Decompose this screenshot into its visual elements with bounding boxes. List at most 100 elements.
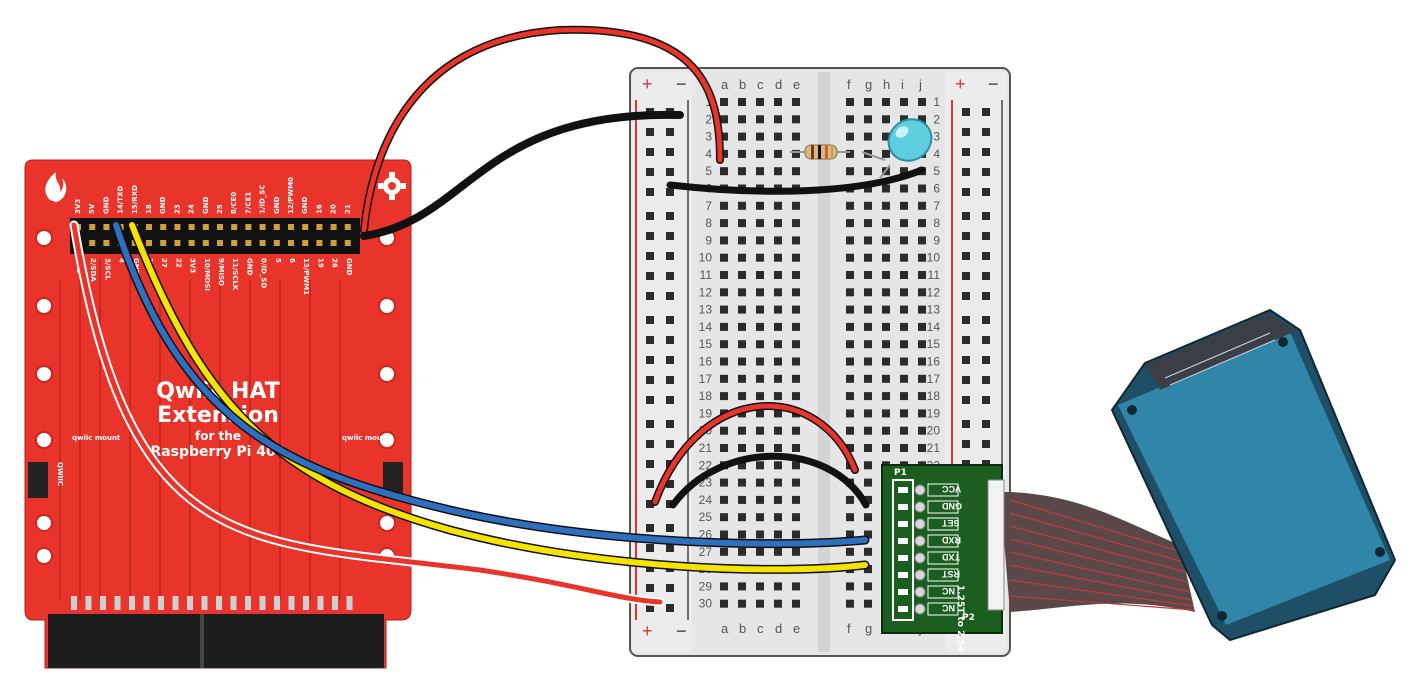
column-label: c	[757, 621, 764, 636]
breadboard-hole	[720, 495, 728, 504]
breadboard-hole	[864, 513, 872, 522]
breadboard-hole	[882, 288, 890, 297]
breadboard-hole	[900, 340, 908, 349]
breadboard-hole	[918, 392, 926, 401]
breadboard-hole	[774, 149, 782, 158]
breadboard-hole	[756, 461, 764, 470]
pin-label: 4	[118, 258, 126, 263]
header-pin	[288, 224, 294, 230]
breadboard-hole	[918, 201, 926, 210]
breadboard-hole	[792, 461, 800, 470]
rail-hole	[962, 420, 970, 428]
breadboard-hole	[900, 357, 908, 366]
breadboard-hole	[792, 132, 800, 141]
breadboard-hole	[900, 271, 908, 279]
breadboard-hole	[720, 426, 728, 435]
adapter-board: P1 P2 1.25T to 2.54 VCCGNDSETRXDTXDRSTNC…	[881, 464, 1005, 652]
breadboard-hole	[900, 219, 908, 228]
socket-pin	[172, 596, 179, 610]
row-number-left: 18	[699, 389, 713, 403]
header-pin	[217, 240, 223, 246]
pin-label: 27	[160, 258, 168, 268]
adapter-pin-label: GND	[942, 501, 963, 511]
breadboard-hole	[720, 547, 728, 556]
adapter-pin-label-box	[927, 568, 959, 582]
breadboard-hole	[864, 271, 872, 279]
rail-hole	[962, 440, 970, 448]
breadboard-hole	[756, 271, 764, 279]
pin-label: 15/RXD	[131, 185, 139, 214]
breadboard-hole	[900, 444, 908, 452]
header-pin	[146, 224, 152, 230]
header-pin	[188, 224, 195, 230]
pin-label: 9/MISO	[217, 258, 225, 286]
breadboard-hole	[846, 219, 854, 228]
breadboard-hole	[792, 478, 800, 487]
header-pin	[188, 240, 195, 246]
breadboard-hole	[792, 149, 800, 158]
rail-hole	[666, 480, 674, 488]
breadboard-hole	[756, 478, 764, 487]
breadboard-hole	[738, 374, 746, 383]
adapter-header-pin	[898, 555, 908, 561]
rail-hole	[646, 524, 654, 532]
breadboard-hole	[738, 599, 746, 608]
breadboard-hole	[792, 426, 800, 435]
rail-hole	[982, 440, 990, 448]
adapter-connector-p2	[987, 479, 1005, 611]
header-pin	[245, 240, 252, 246]
adapter-pad	[914, 569, 926, 581]
breadboard-hole	[864, 115, 872, 124]
breadboard-hole	[738, 461, 746, 470]
qwiic-connector-right	[383, 462, 403, 498]
socket-pin	[317, 596, 324, 610]
hat-subtitle-line1: for the	[195, 429, 241, 443]
row-number-left: 7	[705, 199, 712, 213]
breadboard-hole	[846, 530, 854, 539]
rail-hole	[666, 292, 674, 300]
breadboard-hole	[738, 305, 746, 314]
rail-hole	[982, 396, 990, 404]
bottom-socket	[48, 614, 384, 668]
breadboard-hole	[756, 392, 764, 401]
pin-label: GND	[245, 258, 253, 276]
breadboard-hole	[882, 444, 890, 452]
rail-hole	[666, 604, 674, 612]
breadboard-hole	[846, 409, 854, 418]
breadboard-hole	[738, 167, 746, 176]
socket-pin	[100, 596, 106, 610]
pin-label: 2/SDA	[89, 258, 97, 282]
row-number-left: 30	[699, 597, 713, 611]
breadboard-hole	[774, 582, 782, 591]
breadboard-hole	[774, 305, 782, 314]
row-number-left: 2	[705, 112, 712, 126]
adapter-pad	[914, 535, 926, 547]
breadboard-hole	[882, 184, 890, 193]
adapter-header-pin	[898, 504, 908, 510]
rail-hole	[646, 128, 654, 136]
breadboard-hole	[864, 582, 872, 591]
breadboard-hole	[900, 426, 908, 435]
breadboard-hole	[738, 253, 746, 262]
pin-label: 8/CE0	[230, 192, 238, 214]
rail-hole	[982, 292, 990, 300]
header-pin	[231, 224, 238, 230]
rail-hole	[646, 336, 654, 344]
rail-hole	[962, 292, 970, 300]
column-label: b	[739, 621, 746, 636]
breadboard-hole	[882, 253, 890, 262]
breadboard-hole	[900, 322, 908, 331]
pin-label: 5	[274, 258, 282, 263]
row-number-right: 12	[927, 285, 941, 299]
bottom-socket-pins	[71, 596, 353, 610]
rail-hole	[962, 168, 970, 176]
adapter-header-pin	[898, 589, 908, 595]
socket-pin	[187, 596, 193, 610]
breadboard-hole	[918, 236, 926, 245]
rail-hole	[962, 376, 970, 384]
rail-hole	[982, 376, 990, 384]
rail-hole	[646, 376, 654, 384]
pin-label: 3V3	[74, 199, 82, 214]
breadboard-hole	[792, 530, 800, 539]
